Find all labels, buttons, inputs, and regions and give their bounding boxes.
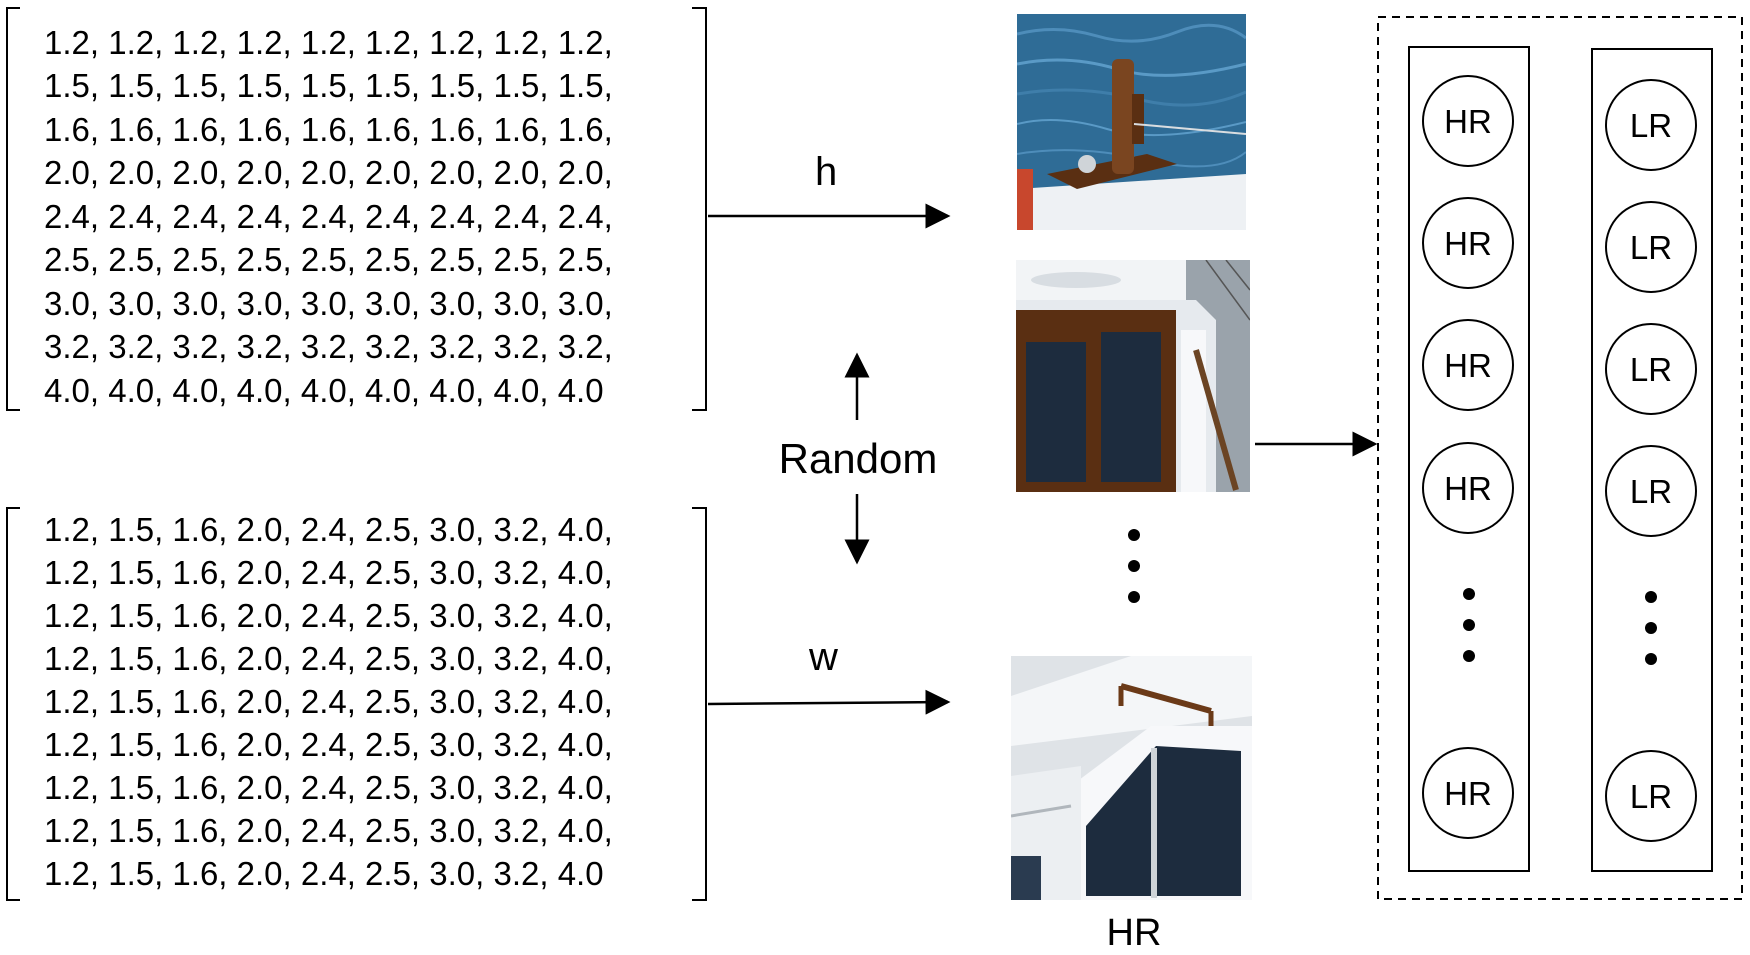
hr-patch-2 (1016, 260, 1250, 492)
hr-patch-3 (1011, 656, 1252, 900)
hr-sample-label: HR (1444, 225, 1492, 262)
h-label: h (815, 150, 837, 194)
patch-ellipsis-dot (1128, 529, 1140, 541)
patch-ellipsis-dot (1128, 591, 1140, 603)
lr-sample-label: LR (1630, 229, 1672, 266)
lr-sample-label: LR (1630, 107, 1672, 144)
lr-sample-label: LR (1630, 473, 1672, 510)
matrix-w-row: 1.2, 1.5, 1.6, 2.0, 2.4, 2.5, 3.0, 3.2, … (44, 812, 613, 849)
batch-container (1377, 16, 1743, 900)
matrix-h-row: 1.5, 1.5, 1.5, 1.5, 1.5, 1.5, 1.5, 1.5, … (44, 67, 613, 104)
hr-ellipsis-dot (1463, 588, 1475, 600)
hr-sample-label: HR (1444, 470, 1492, 507)
matrix-h-row: 2.5, 2.5, 2.5, 2.5, 2.5, 2.5, 2.5, 2.5, … (44, 241, 613, 278)
lr-ellipsis-dot (1645, 622, 1657, 634)
matrix-h-left-bracket (6, 7, 20, 411)
lr-sample-label: LR (1630, 351, 1672, 388)
lr-sample: LR (1605, 201, 1697, 293)
w-arrow (707, 689, 951, 715)
height-scale-matrix: 1.2, 1.2, 1.2, 1.2, 1.2, 1.2, 1.2, 1.2, … (6, 7, 707, 411)
hr-sample-label: HR (1444, 103, 1492, 140)
matrix-h-row: 1.6, 1.6, 1.6, 1.6, 1.6, 1.6, 1.6, 1.6, … (44, 111, 613, 148)
matrix-h-right-bracket (692, 7, 707, 411)
w-label: w (808, 635, 838, 679)
lr-column (1591, 48, 1713, 872)
matrix-w-row: 1.2, 1.5, 1.6, 2.0, 2.4, 2.5, 3.0, 3.2, … (44, 683, 613, 720)
matrix-w-row: 1.2, 1.5, 1.6, 2.0, 2.4, 2.5, 3.0, 3.2, … (44, 726, 613, 763)
width-scale-matrix: 1.2, 1.5, 1.6, 2.0, 2.4, 2.5, 3.0, 3.2, … (6, 507, 707, 901)
matrix-w-row: 1.2, 1.5, 1.6, 2.0, 2.4, 2.5, 3.0, 3.2, … (44, 855, 604, 892)
hr-ellipsis-dot (1463, 650, 1475, 662)
hr-sample: HR (1422, 747, 1514, 839)
hr-sample: HR (1422, 197, 1514, 289)
matrix-h-rows: 1.2, 1.2, 1.2, 1.2, 1.2, 1.2, 1.2, 1.2, … (44, 24, 613, 409)
matrix-h-row: 3.0, 3.0, 3.0, 3.0, 3.0, 3.0, 3.0, 3.0, … (44, 285, 613, 322)
matrix-h-row: 1.2, 1.2, 1.2, 1.2, 1.2, 1.2, 1.2, 1.2, … (44, 24, 613, 61)
hr-sample-label: HR (1444, 347, 1492, 384)
lr-sample: LR (1605, 445, 1697, 537)
matrix-w-left-bracket (6, 507, 20, 901)
lr-sample-label: LR (1630, 778, 1672, 815)
matrix-h-row: 2.4, 2.4, 2.4, 2.4, 2.4, 2.4, 2.4, 2.4, … (44, 198, 613, 235)
hr-sample: HR (1422, 319, 1514, 411)
matrix-w-row: 1.2, 1.5, 1.6, 2.0, 2.4, 2.5, 3.0, 3.2, … (44, 554, 613, 591)
matrix-w-rows: 1.2, 1.5, 1.6, 2.0, 2.4, 2.5, 3.0, 3.2, … (44, 511, 613, 892)
matrix-w-row: 1.2, 1.5, 1.6, 2.0, 2.4, 2.5, 3.0, 3.2, … (44, 640, 613, 677)
hr-caption: HR (1107, 912, 1162, 954)
hr-column (1408, 46, 1530, 872)
matrix-w-row: 1.2, 1.5, 1.6, 2.0, 2.4, 2.5, 3.0, 3.2, … (44, 511, 613, 548)
matrix-w-row: 1.2, 1.5, 1.6, 2.0, 2.4, 2.5, 3.0, 3.2, … (44, 597, 613, 634)
lr-ellipsis-dot (1645, 591, 1657, 603)
hr-sample-label: HR (1444, 775, 1492, 812)
hr-sample: HR (1422, 442, 1514, 534)
lr-sample: LR (1605, 79, 1697, 171)
random-label: Random (779, 435, 938, 482)
lr-sample: LR (1605, 323, 1697, 415)
matrix-h-row: 4.0, 4.0, 4.0, 4.0, 4.0, 4.0, 4.0, 4.0, … (44, 372, 604, 409)
matrix-w-right-bracket (692, 507, 707, 901)
lr-ellipsis-dot (1645, 653, 1657, 665)
lr-sample: LR (1605, 750, 1697, 842)
matrix-h-row: 3.2, 3.2, 3.2, 3.2, 3.2, 3.2, 3.2, 3.2, … (44, 328, 613, 365)
patch-ellipsis-dot (1128, 560, 1140, 572)
hr-patch-1 (1017, 14, 1246, 230)
hr-ellipsis-dot (1463, 619, 1475, 631)
matrix-w-row: 1.2, 1.5, 1.6, 2.0, 2.4, 2.5, 3.0, 3.2, … (44, 769, 613, 806)
matrix-h-row: 2.0, 2.0, 2.0, 2.0, 2.0, 2.0, 2.0, 2.0, … (44, 154, 613, 191)
hr-sample: HR (1422, 75, 1514, 167)
